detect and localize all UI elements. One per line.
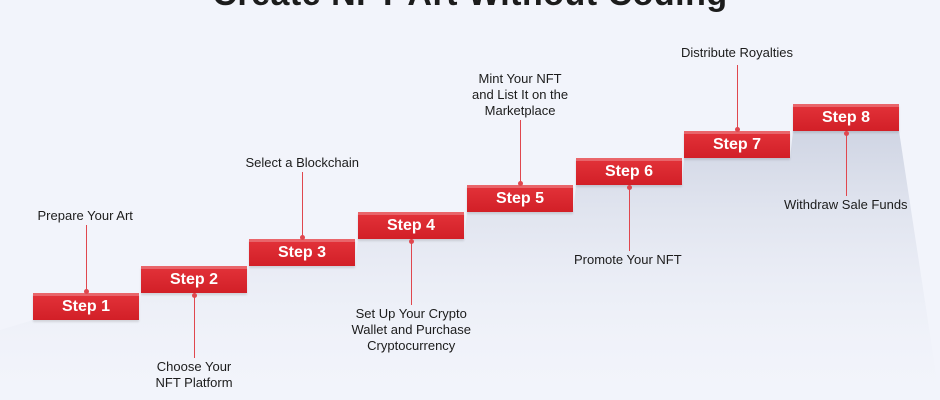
step-3-connector bbox=[302, 172, 303, 239]
step-3-description: Select a Blockchain bbox=[245, 155, 359, 170]
step-8-label: Step 8 bbox=[821, 108, 870, 126]
step-6-box: Step 6 bbox=[576, 158, 682, 185]
step-2-connector bbox=[194, 293, 195, 358]
step-1-label: Step 1 bbox=[61, 297, 110, 315]
step-8-description: Withdraw Sale Funds bbox=[784, 197, 908, 212]
step-3-connector-dot bbox=[300, 235, 305, 240]
step-1-box: Step 1 bbox=[33, 293, 139, 320]
step-8-connector-dot bbox=[844, 131, 849, 136]
step-5-connector bbox=[520, 120, 521, 185]
step-2-label: Step 2 bbox=[169, 270, 218, 288]
step-1-connector-dot bbox=[84, 289, 89, 294]
step-7-box: Step 7 bbox=[684, 131, 790, 158]
step-5-label: Step 5 bbox=[495, 189, 544, 207]
step-7-connector-dot bbox=[735, 127, 740, 132]
step-1-description: Prepare Your Art bbox=[37, 208, 133, 223]
step-2-box: Step 2 bbox=[141, 266, 247, 293]
step-3-box: Step 3 bbox=[249, 239, 355, 266]
step-5-connector-dot bbox=[518, 181, 523, 186]
step-3-label: Step 3 bbox=[277, 243, 326, 261]
step-4-connector bbox=[411, 239, 412, 305]
step-6-label: Step 6 bbox=[604, 162, 653, 180]
diagram-title: Create NFT Art Without Coding bbox=[0, 0, 940, 14]
step-7-label: Step 7 bbox=[712, 135, 761, 153]
step-4-box: Step 4 bbox=[358, 212, 464, 239]
step-7-connector bbox=[737, 65, 738, 131]
step-2-connector-dot bbox=[192, 293, 197, 298]
step-8-box: Step 8 bbox=[793, 104, 899, 131]
step-5-box: Step 5 bbox=[467, 185, 573, 212]
step-4-connector-dot bbox=[409, 239, 414, 244]
step-7-description: Distribute Royalties bbox=[681, 45, 793, 60]
step-4-label: Step 4 bbox=[386, 216, 435, 234]
step-6-description: Promote Your NFT bbox=[574, 252, 682, 267]
step-8-connector bbox=[846, 131, 847, 196]
step-6-connector-dot bbox=[627, 185, 632, 190]
step-1-connector bbox=[86, 225, 87, 293]
step-6-connector bbox=[629, 185, 630, 251]
